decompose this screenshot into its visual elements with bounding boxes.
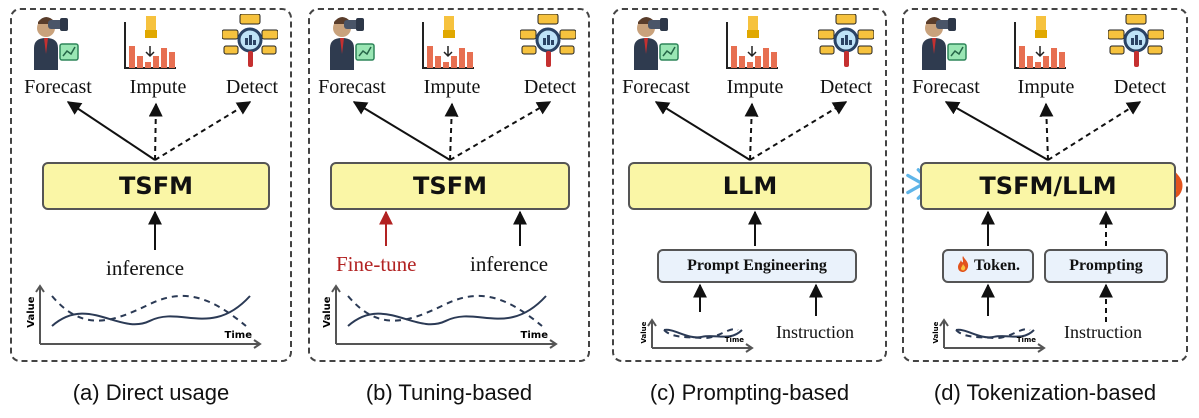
prompting-box: Prompting [1044,249,1168,283]
bar-chart-impute-icon [726,16,778,69]
model-box-a: TSFM [42,162,270,210]
magnifier-detect-icon [222,14,278,67]
chart-xlabel: Time [725,336,744,344]
analyst-telescope-icon [330,17,375,70]
magnifier-detect-icon [1108,14,1164,67]
model-label: TSFM [413,172,487,200]
chart-xlabel: Time [521,330,549,341]
impute-label-a: Impute [129,76,187,98]
magnifier-detect-icon [520,14,576,67]
detect-label-c: Detect [819,76,873,98]
analyst-telescope-icon [634,17,679,70]
detect-label-d: Detect [1113,76,1167,98]
model-box-c: LLM [628,162,872,210]
chart-ylabel: Value [932,321,940,343]
model-label: LLM [722,172,778,200]
inference-label-b: inference [470,252,549,276]
bar-chart-impute-icon [1014,16,1066,69]
detect-label-b: Detect [523,76,577,98]
fire-icon [956,255,970,278]
caption-d: (d) Tokenization-based [933,380,1157,405]
chart-xlabel: Time [1017,336,1036,344]
panel-tuning-based [308,8,590,362]
forecast-label-c: Forecast [622,76,690,98]
model-box-b: TSFM [330,162,570,210]
instruction-label-c: Instruction [776,322,854,342]
forecast-label-b: Forecast [318,76,386,98]
chart-ylabel: Value [26,296,37,327]
panel-direct-usage [10,8,292,362]
bar-chart-impute-icon [422,16,474,69]
impute-label-d: Impute [1017,76,1075,98]
caption-c: (c) Prompting-based [649,380,850,405]
model-label: TSFM [119,172,193,200]
forecast-label-a: Forecast [24,76,92,98]
panel-tokenization-based [902,8,1188,362]
model-box-d: TSFM/LLM [920,162,1176,210]
forecast-label-d: Forecast [912,76,980,98]
analyst-telescope-icon [34,17,79,70]
token-label: Token. [973,257,1021,274]
chart-ylabel: Value [322,296,333,327]
finetune-label-b: Fine-tune [336,252,417,276]
prompt-engineering-box: Prompt Engineering [657,249,857,283]
token-box: Token. [942,249,1034,283]
analyst-telescope-icon [922,17,967,70]
magnifier-detect-icon [818,14,874,67]
detect-label-a: Detect [225,76,279,98]
chart-ylabel: Value [640,321,648,343]
impute-label-b: Impute [423,76,481,98]
chart-xlabel: Time [225,330,253,341]
caption-b: (b) Tuning-based [365,380,533,405]
instruction-label-d: Instruction [1064,322,1142,342]
caption-a: (a) Direct usage [72,380,230,405]
model-label: TSFM/LLM [979,172,1117,200]
impute-label-c: Impute [726,76,784,98]
inference-label-a: inference [106,256,185,280]
bar-chart-impute-icon [124,16,176,69]
panel-prompting-based [612,8,887,362]
